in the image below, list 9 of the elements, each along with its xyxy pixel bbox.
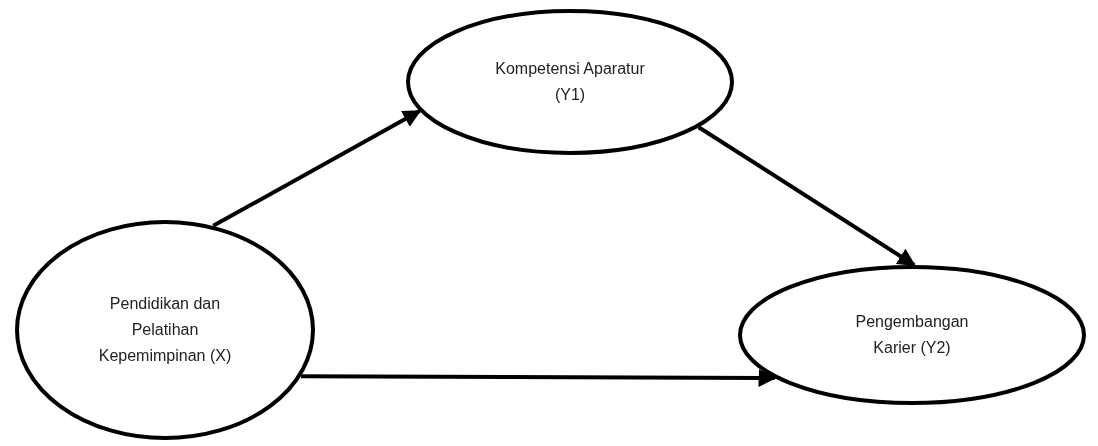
node-label: Pengembangan Karier (Y2) (854, 312, 970, 358)
node-label: Pendidikan dan Pelatihan Kepemimpinan (X) (97, 294, 233, 366)
ellipse-node (15, 220, 315, 440)
arrow (301, 368, 777, 387)
arrow (697, 125, 916, 267)
arrow (212, 109, 422, 228)
node-label: Kompetensi Aparatur (Y1) (495, 59, 645, 105)
ellipse-node (738, 265, 1086, 405)
ellipse-node (406, 9, 734, 155)
